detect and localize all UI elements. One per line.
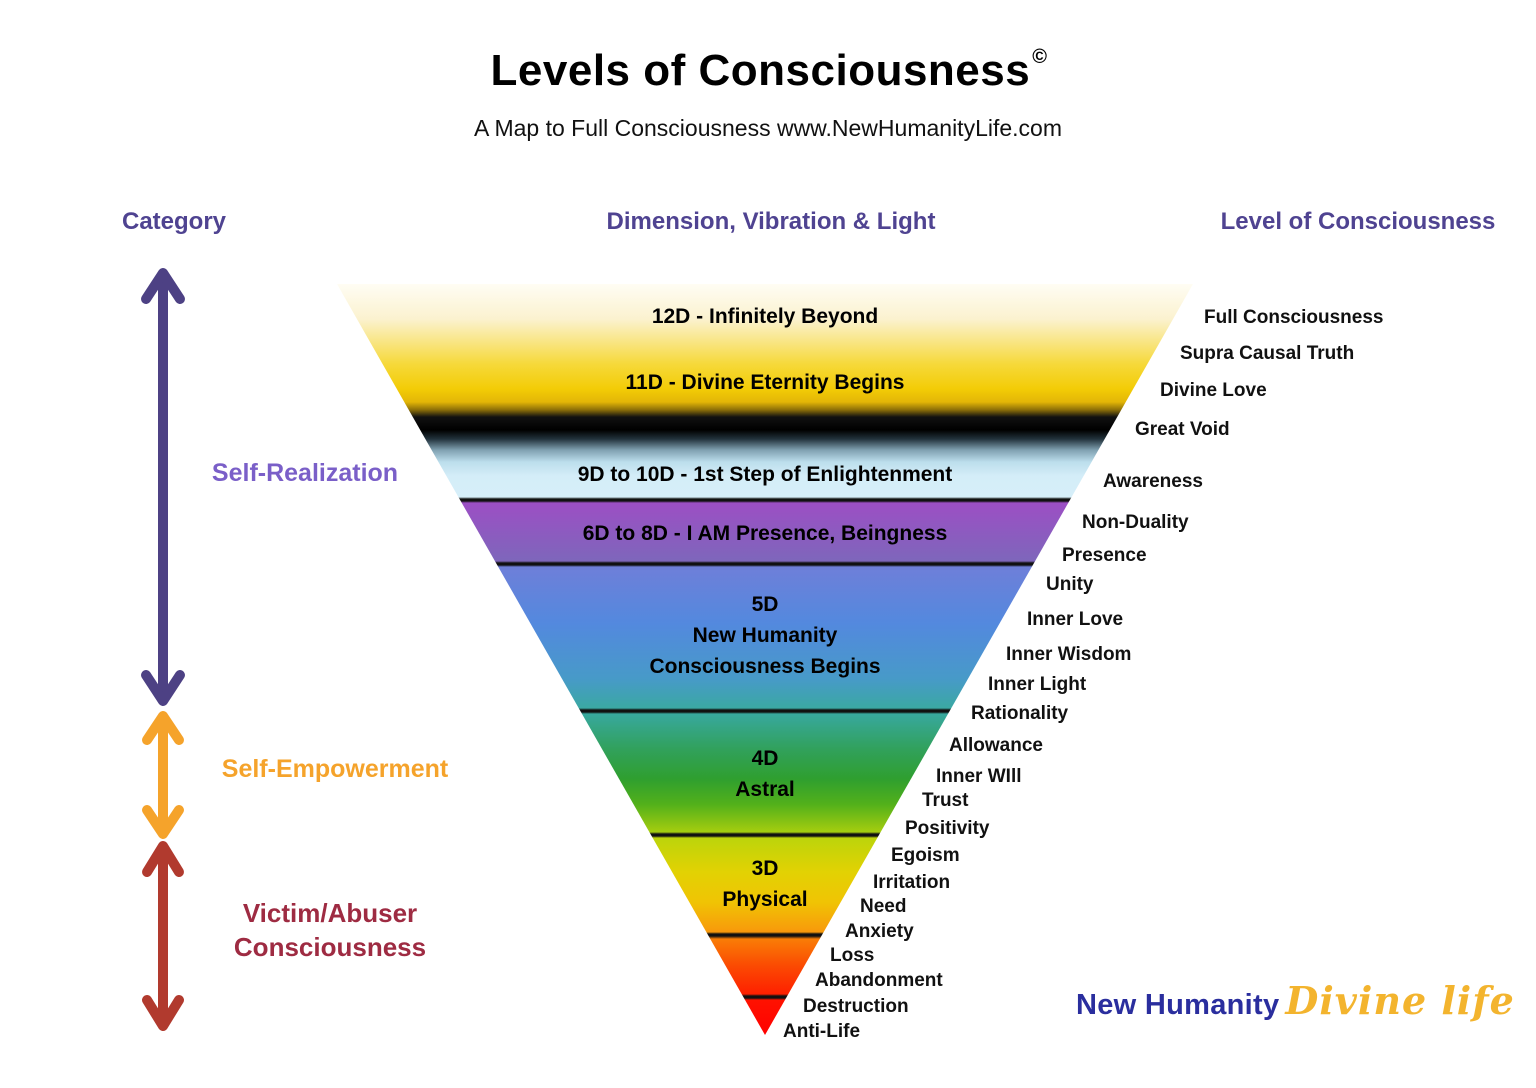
level-label: Anti-Life [783,1021,861,1042]
level-label: Trust [922,790,969,811]
self-realization-arrow-icon [137,263,189,711]
pyramid-band-label: 12D - Infinitely Beyond [651,305,879,328]
logo-tagline: Divine life [1285,978,1515,1023]
pyramid-band-label: 3D Physical [722,857,808,911]
new-humanity-logo: New Humanity Divine life [1076,978,1515,1023]
level-label: Need [860,896,907,917]
level-label: Inner Light [988,674,1087,695]
header-category: Category [121,208,227,235]
page-title: Levels of Consciousness© [368,46,1168,96]
level-label: Unity [1046,574,1094,595]
level-label: Divine Love [1160,380,1267,401]
level-label: Allowance [949,735,1043,756]
page-subtitle: A Map to Full Consciousness www.NewHuman… [473,115,1062,141]
page-title-text: Levels of Consciousness [490,46,1031,95]
level-label: Awareness [1103,471,1203,492]
category-label-victim-abuser: Victim/Abuser Consciousness [233,898,427,962]
level-label: Presence [1062,545,1147,566]
level-label: Inner Wisdom [1006,644,1132,665]
level-label: Supra Causal Truth [1180,343,1355,364]
header-dimension-vibration-light: Dimension, Vibration & Light [606,208,936,235]
pyramid-band-label: 6D to 8D - I AM Presence, Beingness [582,522,948,545]
header-level-of-consciousness: Level of Consciousness [1220,208,1496,235]
victim-abuser-arrow-icon [137,838,189,1034]
level-label: Anxiety [845,921,914,942]
category-label-self-realization: Self-Realization [211,459,399,487]
level-label: Inner WIll [936,766,1022,787]
pyramid-band-label: 5D New Humanity Consciousness Begins [649,593,881,678]
level-label: Destruction [803,996,909,1017]
level-label: Irritation [873,872,951,893]
category-label-self-empowerment: Self-Empowerment [221,755,449,783]
level-label: Great Void [1135,419,1230,440]
copyright-mark: © [1032,46,1048,69]
level-label: Positivity [905,818,990,839]
level-label: Abandonment [815,970,943,991]
pyramid-band-label: 4D Astral [735,747,795,801]
pyramid-band-label: 9D to 10D - 1st Step of Enlightenment [577,463,953,486]
level-label: Non-Duality [1082,512,1189,533]
level-label: Full Consciousness [1204,307,1384,328]
level-label: Egoism [891,845,960,866]
self-empowerment-arrow-icon [137,708,189,842]
logo-name: New Humanity [1076,989,1280,1021]
level-label: Inner Love [1027,609,1124,630]
pyramid-band-label: 11D - Divine Eternity Begins [625,371,905,394]
level-label: Rationality [971,703,1069,724]
level-label: Loss [830,945,875,966]
